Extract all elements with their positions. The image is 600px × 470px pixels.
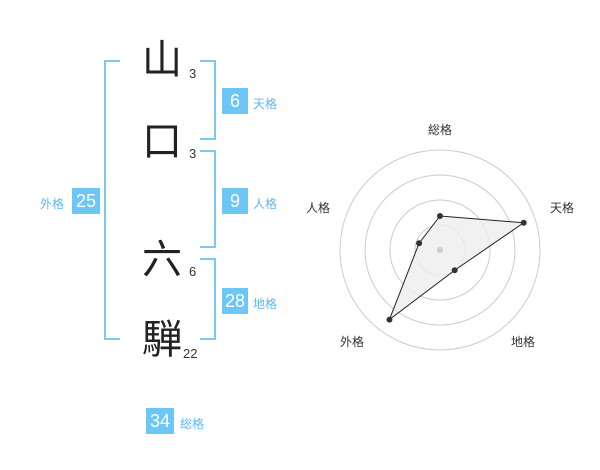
radar-axis-label-chikaku: 地格 [511, 334, 535, 349]
gaikaku-value-badge: 25 [72, 188, 100, 214]
stroke-count-1: 3 [189, 66, 197, 81]
radar-rings [339, 149, 541, 351]
radar-polygon [388, 215, 526, 322]
radar-point [437, 213, 443, 219]
radar-axis-label-jinkaku: 人格 [306, 200, 330, 215]
tenkaku-bracket [200, 60, 216, 140]
radar-ring [339, 149, 541, 351]
stroke-count-2: 3 [189, 146, 197, 161]
chikaku-bracket [200, 258, 216, 340]
radar-axis-label-tenkaku: 天格 [550, 200, 574, 215]
stroke-count-3: 6 [189, 264, 197, 279]
name-char-1: 山 [142, 37, 182, 83]
radar-point [451, 267, 458, 274]
jinkaku-value-badge: 9 [222, 188, 248, 214]
soukaku-value-badge: 34 [146, 408, 174, 434]
radar-axis-label-gaikaku: 外格 [340, 334, 364, 349]
radar-point [386, 316, 393, 323]
radar-point [520, 219, 527, 226]
radar-point [416, 240, 423, 247]
tenkaku-value-badge: 6 [222, 88, 248, 114]
gaikaku-label: 外格 [40, 197, 65, 211]
chikaku-label: 地格 [253, 297, 278, 311]
radar-ring [364, 174, 516, 326]
radar-ring [389, 199, 491, 301]
name-char-3: 六 [142, 237, 182, 283]
radar-center-dot [437, 247, 443, 253]
name-char-2: 口 [142, 119, 182, 165]
tenkaku-label: 天格 [253, 97, 278, 111]
name-char-4: 騨 [142, 317, 182, 363]
jinkaku-bracket [200, 150, 216, 248]
soukaku-label: 総格 [180, 417, 205, 431]
radar-axis-label-soukaku: 総格 [428, 122, 452, 137]
chikaku-value-badge: 28 [222, 288, 248, 314]
stroke-count-4: 22 [183, 346, 198, 361]
radar-points [386, 213, 527, 323]
gaikaku-bracket [104, 60, 120, 340]
jinkaku-label: 人格 [253, 197, 278, 211]
